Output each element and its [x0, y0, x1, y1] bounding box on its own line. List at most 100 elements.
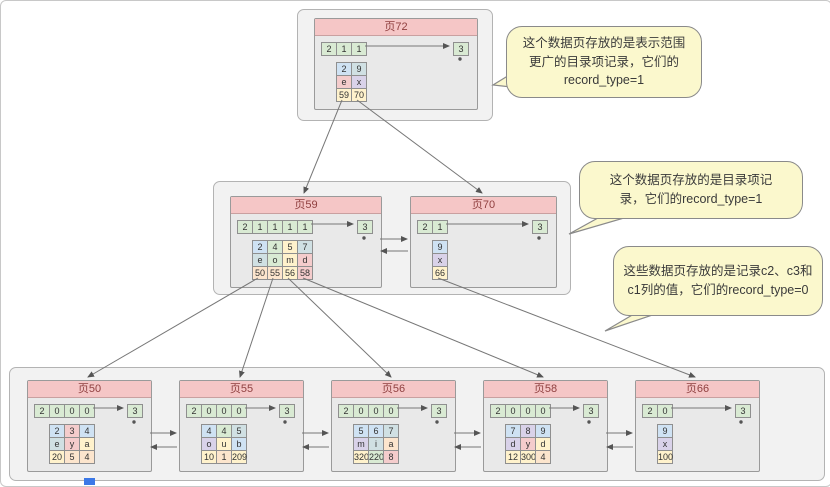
supremum-cell: 3 [583, 404, 599, 418]
c2-cell: 9 [657, 424, 673, 438]
c2-cell: 7 [297, 240, 313, 254]
record-stack: 7 d 12 [505, 424, 521, 464]
c2-cell: 7 [383, 424, 399, 438]
c3-cell: a [79, 437, 95, 451]
record-type-cell: 1 [351, 42, 367, 56]
supremum-cell: 3 [127, 404, 143, 418]
page-title: 页66 [636, 381, 759, 398]
c3-cell: y [520, 437, 536, 451]
bubble-text-line: 录，它们的record_type=1 [619, 192, 763, 206]
record-type-cell: 1 [252, 220, 268, 234]
page-no-cell: 70 [351, 88, 367, 102]
annotation-bubble-root: 这个数据页存放的是表示范围 更广的目录项记录，它们的 record_type=1 [506, 26, 702, 98]
c1-cell: 4 [535, 450, 551, 464]
record-stack: 6 i 220 [368, 424, 385, 464]
c3-cell: d [505, 437, 521, 451]
record-type-cell: 0 [535, 404, 551, 418]
record-stack: 9 x 70 [351, 62, 367, 102]
record-type-cell: 0 [79, 404, 95, 418]
c1-cell: 12 [505, 450, 521, 464]
c2-cell: 3 [64, 424, 80, 438]
bubble-text-line: 这些数据页存放的是记录c2、c3和 [623, 264, 813, 279]
c1-cell: 5 [64, 450, 80, 464]
page-no-cell: 50 [252, 266, 268, 280]
c3-cell: x [351, 75, 367, 89]
record-type-cell: 1 [282, 220, 298, 234]
c2-cell: 8 [520, 424, 536, 438]
record-stack: 4 o 10 [201, 424, 217, 464]
c3-cell: o [267, 253, 283, 267]
page-no-cell: 59 [336, 88, 352, 102]
record-type-cell: 0 [520, 404, 536, 418]
c2-cell: 5 [353, 424, 369, 438]
record-stack: 5 b 209 [231, 424, 248, 464]
c1-cell: 4 [79, 450, 95, 464]
c2-cell: 2 [252, 240, 268, 254]
bubble-text-line: 更广的目录项记录，它们的 [528, 54, 679, 69]
c2-cell: 9 [535, 424, 551, 438]
record-stack: 7 d 58 [297, 240, 313, 280]
record-stack: 2 e 50 [252, 240, 268, 280]
c1-cell: 8 [383, 450, 399, 464]
bubble-text-line: 这个数据页存放的是目录项记 [609, 173, 773, 188]
bubble-text-line: 这个数据页存放的是表示范围 [522, 35, 686, 50]
supremum-cell: 3 [735, 404, 751, 418]
c3-cell: e [336, 75, 352, 89]
page-no-cell: 58 [297, 266, 313, 280]
annotation-bubble-directory: 这个数据页存放的是目录项记 录，它们的record_type=1 [579, 161, 803, 219]
c1-cell: 209 [231, 450, 248, 464]
record-type-cell: 0 [49, 404, 65, 418]
record-stack: 5 m 320 [353, 424, 369, 464]
record-stack: 4 o 55 [267, 240, 283, 280]
infimum-cell: 2 [338, 404, 354, 418]
c1-cell: 300 [520, 450, 537, 464]
c3-cell: a [383, 437, 399, 451]
record-stack: 9 d 4 [535, 424, 551, 464]
c1-cell: 220 [368, 450, 385, 464]
c2-cell: 7 [505, 424, 521, 438]
bubble-text-line: c1列的值，它们的record_type=0 [627, 283, 809, 297]
record-type-cell: 0 [353, 404, 369, 418]
c2-cell: 2 [336, 62, 352, 76]
c2-cell: 4 [216, 424, 232, 438]
supremum-cell: 3 [453, 42, 469, 56]
record-stack: 9 x 66 [432, 240, 448, 280]
c2-cell: 2 [49, 424, 65, 438]
supremum-cell: 3 [532, 220, 548, 234]
record-stack: 4 a 4 [79, 424, 95, 464]
bubble-text-line: record_type=1 [563, 73, 645, 88]
record-type-cell: 1 [336, 42, 352, 56]
page-title: 页58 [484, 381, 607, 398]
page-title: 页56 [332, 381, 455, 398]
c3-cell: m [282, 253, 298, 267]
supremum-cell: 3 [431, 404, 447, 418]
c3-cell: y [64, 437, 80, 451]
watermark-mark [84, 478, 95, 485]
c1-cell: 20 [49, 450, 65, 464]
c3-cell: o [201, 437, 217, 451]
record-type-cell: 1 [432, 220, 448, 234]
c2-cell: 9 [351, 62, 367, 76]
